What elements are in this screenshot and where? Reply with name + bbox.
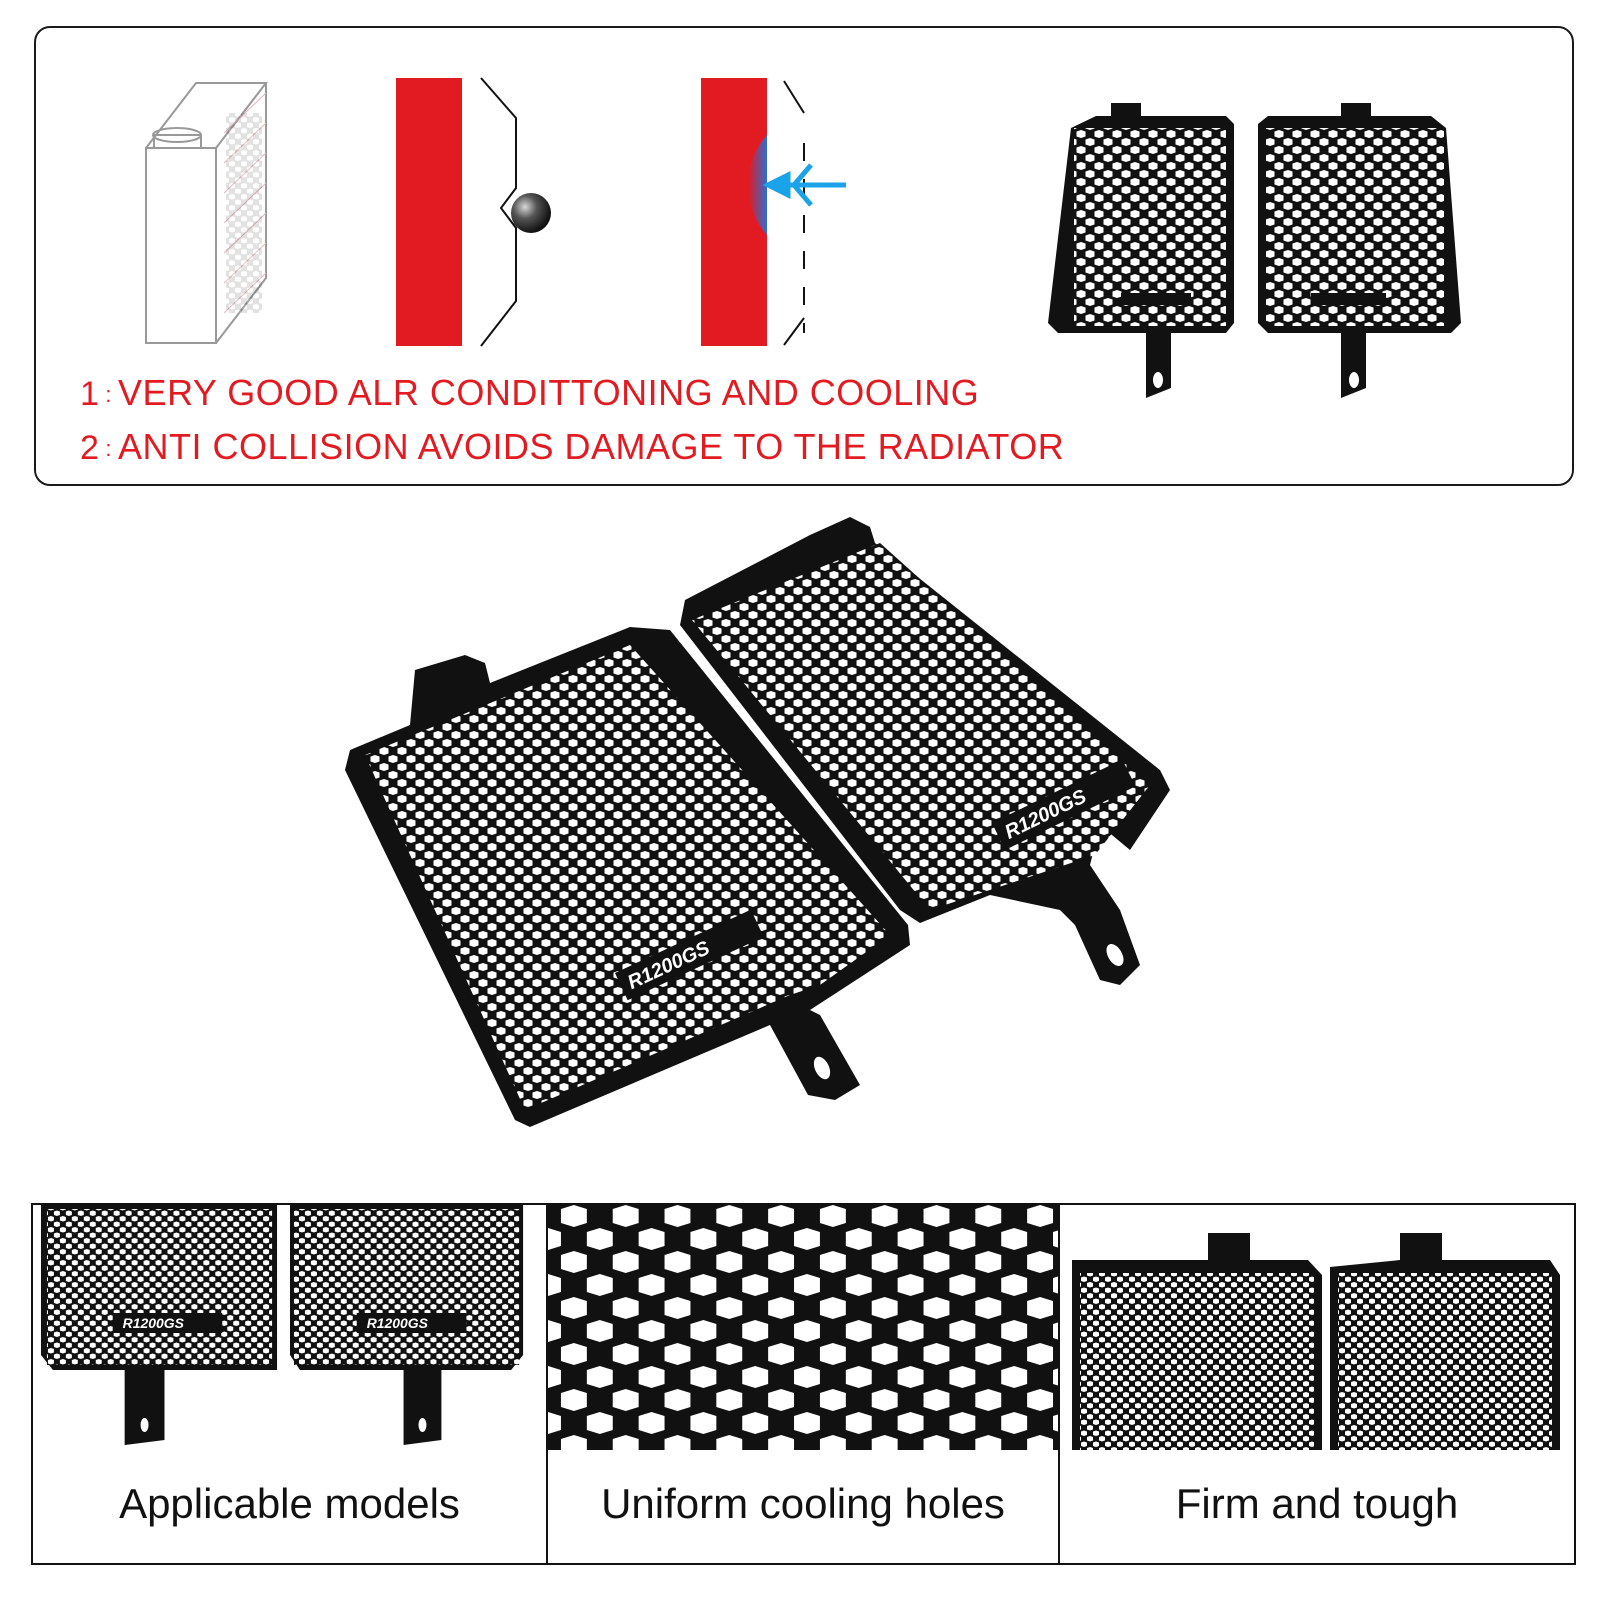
airflow-arrow-icon [762,163,846,207]
feature-number: 2 [80,429,100,467]
feature-separator: : [105,382,113,408]
radiator-block [396,78,462,346]
model-logo: R1200GS [123,1315,185,1331]
stone-ball [511,193,551,233]
cooling-holes-closeup [548,1205,1058,1450]
impact-protection-illustration [396,77,551,347]
panel-caption: Uniform cooling holes [601,1480,1005,1527]
guard-left-main: R1200GS [345,627,910,1127]
radiator-illustration [145,82,269,344]
model-logo: R1200GS [367,1315,429,1331]
feature-text: VERY GOOD ALR CONDITTONING AND COOLING [118,372,980,413]
feature-text: ANTI COLLISION AVOIDS DAMAGE TO THE RADI… [118,426,1065,467]
airflow-illustration [701,78,846,346]
cooling-zone [747,135,767,235]
guard-left-thumb [1048,103,1234,398]
guard-outline [480,77,517,347]
panel-cooling-holes: Uniform cooling holes [548,1205,1060,1563]
feature-separator: : [105,436,113,462]
applicable-models-photo: R1200GS R1200GS [40,1205,524,1445]
feature-line-2: 2:ANTI COLLISION AVOIDS DAMAGE TO THE RA… [80,426,1064,468]
panel-firm-tough: Firm and tough [1060,1205,1574,1563]
detail-panels: R1200GS R1200GS Applicable models Unifor… [31,1203,1576,1565]
panel-caption: Applicable models [119,1480,460,1527]
guard-right-thumb [1258,103,1461,398]
product-hero-image: R1200GS R1200GS [345,517,1170,1127]
guard-pair-thumbnail [1048,103,1461,398]
panel-caption: Firm and tough [1175,1480,1459,1527]
feature-line-1: 1:VERY GOOD ALR CONDITTONING AND COOLING [80,372,979,414]
panel-applicable-models: R1200GS R1200GS Applicable models [33,1205,548,1563]
feature-panel: 1:VERY GOOD ALR CONDITTONING AND COOLING… [34,26,1574,486]
guard-right-main: R1200GS [680,517,1170,985]
feature-number: 1 [80,375,100,413]
firm-tough-photo [1072,1233,1560,1450]
